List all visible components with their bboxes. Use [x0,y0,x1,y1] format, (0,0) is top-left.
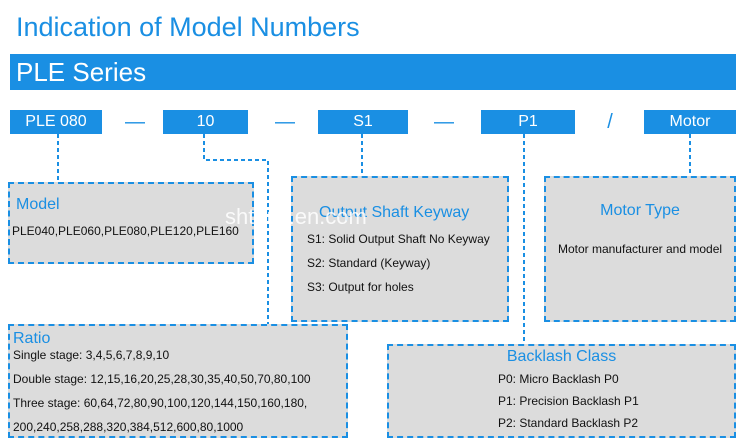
ratio-title: Ratio [13,330,51,347]
motor-panel: Motor Type Motor manufacturer and model [544,176,736,322]
ratio-panel: Ratio Single stage: 3,4,5,6,7,8,9,10 Dou… [8,324,348,438]
model-title: Model [16,196,60,213]
keyway-line: S2: Standard (Keyway) [307,256,431,270]
keyway-title: Output Shaft Keyway [319,204,470,221]
code-ratio: 10 [163,110,248,134]
ratio-line: Three stage: 60,64,72,80,90,100,120,144,… [13,396,308,410]
code-motor: Motor [644,110,736,134]
watermark: shtaiqi.en.com [225,204,367,229]
ratio-line: Single stage: 3,4,5,6,7,8,9,10 [13,348,170,362]
separator: — [434,111,454,133]
connector-ratio [203,134,269,324]
motor-title: Motor Type [600,202,680,219]
series-banner: PLE Series [10,54,736,90]
keyway-panel: Output Shaft Keyway S1: Solid Output Sha… [291,176,509,322]
backlash-line: P0: Micro Backlash P0 [498,372,619,386]
separator: — [275,111,295,133]
model-panel: Model PLE040,PLE060,PLE080,PLE120,PLE160 [8,182,254,264]
separator: / [607,111,613,133]
separator: — [125,111,145,133]
keyway-line: S3: Output for holes [307,280,414,294]
ratio-line: 200,240,258,288,320,384,512,600,80,1000 [13,420,244,434]
ratio-line: Double stage: 12,15,16,20,25,28,30,35,40… [13,372,311,386]
backlash-line: P1: Precision Backlash P1 [498,394,639,408]
code-model: PLE 080 [10,110,102,134]
page-title: Indication of Model Numbers [16,12,360,42]
backlash-line: P2: Standard Backlash P2 [498,416,639,430]
motor-line: Motor manufacturer and model [557,242,723,256]
keyway-line: S1: Solid Output Shaft No Keyway [307,232,490,246]
model-line: PLE040,PLE060,PLE080,PLE120,PLE160 [12,224,239,238]
backlash-panel: Backlash Class P0: Micro Backlash P0 P1:… [387,344,736,438]
code-backlash: P1 [481,110,575,134]
code-keyway: S1 [318,110,408,134]
backlash-title: Backlash Class [506,348,617,365]
